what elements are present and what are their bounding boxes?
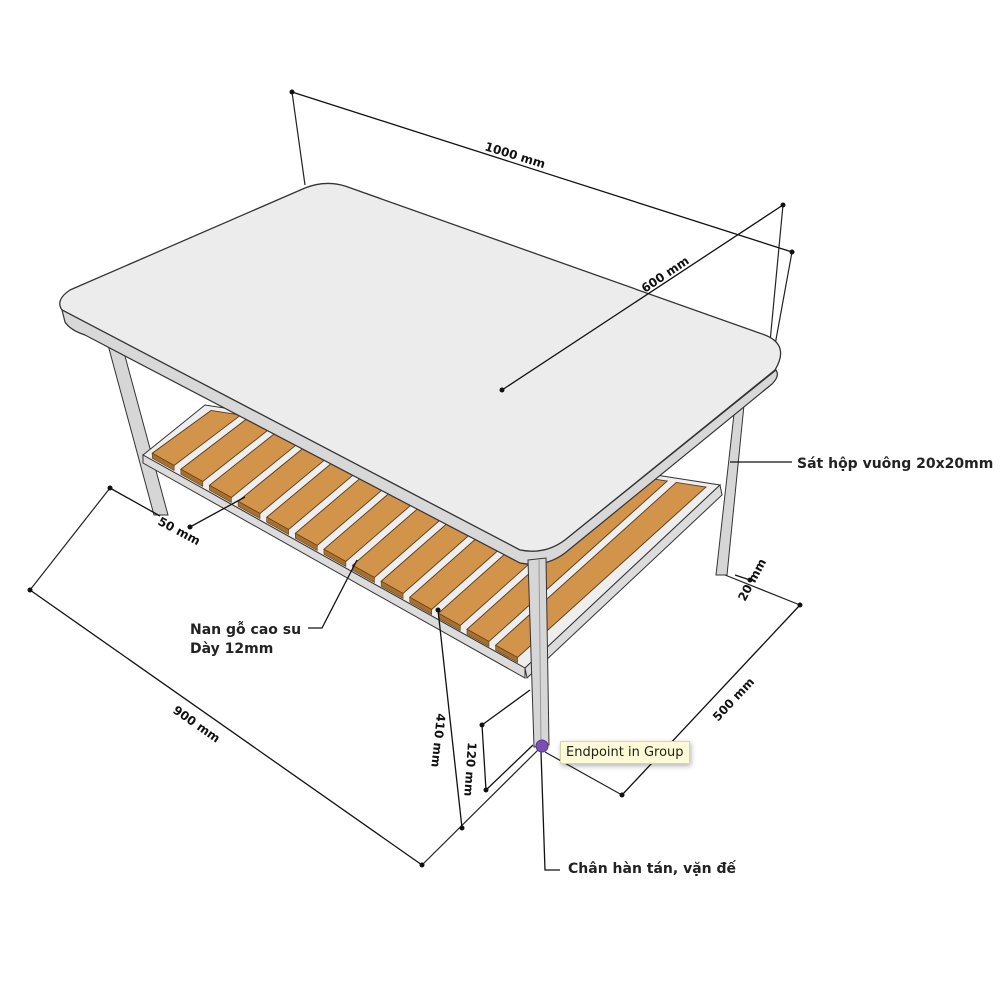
dim-length: 1000 mm: [483, 139, 547, 171]
wood-slat-edge: [380, 580, 404, 600]
wood-slat-edge: [237, 500, 261, 520]
label-frame: Sát hộp vuông 20x20mm: [797, 456, 994, 472]
wood-slat-edge: [323, 548, 347, 568]
shelf-rail-front: [142, 454, 526, 679]
label-slats-line2: Dày 12mm: [190, 641, 274, 657]
label-legs: Chân hàn tán, vặn đế: [568, 861, 737, 877]
label-slats: Nan gỗ cao su Dày 12mm: [190, 621, 301, 659]
dim-leg-size: 20 mm: [735, 556, 769, 603]
wood-slat-edge: [209, 484, 232, 504]
leg-front-edge: [538, 558, 542, 747]
wood-slat-edge: [466, 628, 490, 648]
leg-front: [527, 557, 550, 748]
dimension-lines: [29, 91, 801, 871]
dim-inset: 50 mm: [156, 514, 203, 548]
dim-base-length: 900 mm: [170, 703, 222, 746]
dimension-endpoints: [27, 89, 803, 868]
wood-slat-edge: [295, 532, 318, 552]
snap-tooltip: Endpoint in Group: [560, 741, 690, 764]
endpoint-snap-marker[interactable]: [535, 739, 549, 753]
tabletop-edge: [61, 308, 778, 565]
shelf-rail-right: [524, 484, 723, 679]
wood-slat-edge: [266, 516, 289, 536]
dim-base-width: 500 mm: [710, 675, 757, 724]
dim-shelf-height: 410 mm: [428, 713, 448, 768]
label-slats-line1: Nan gỗ cao su: [190, 622, 302, 638]
wood-slat-edge: [151, 452, 175, 472]
dim-width: 600 mm: [639, 254, 692, 296]
wood-slat-edge: [495, 644, 518, 664]
wood-slat-edge: [409, 596, 432, 616]
wood-slat-edge: [180, 468, 204, 488]
dim-shelf-gap: 120 mm: [461, 742, 479, 797]
